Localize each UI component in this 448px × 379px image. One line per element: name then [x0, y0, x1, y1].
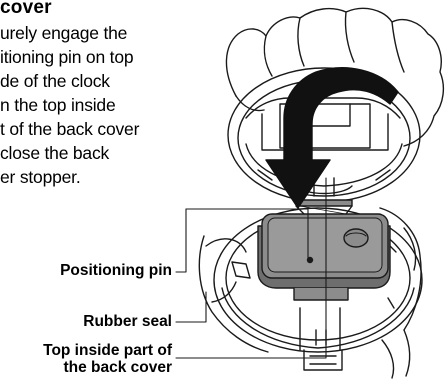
- closing-arrow: [266, 68, 398, 208]
- callout-top-inside-line-2: the back cover: [43, 359, 172, 376]
- callout-top-inside-line-1: Top inside part of: [43, 342, 172, 359]
- callout-rubber-seal: Rubber seal: [83, 313, 172, 331]
- clock-module: [258, 200, 390, 300]
- callout-top-inside-part: Top inside part of the back cover: [43, 342, 172, 376]
- callout-positioning-pin: Positioning pin: [60, 262, 172, 280]
